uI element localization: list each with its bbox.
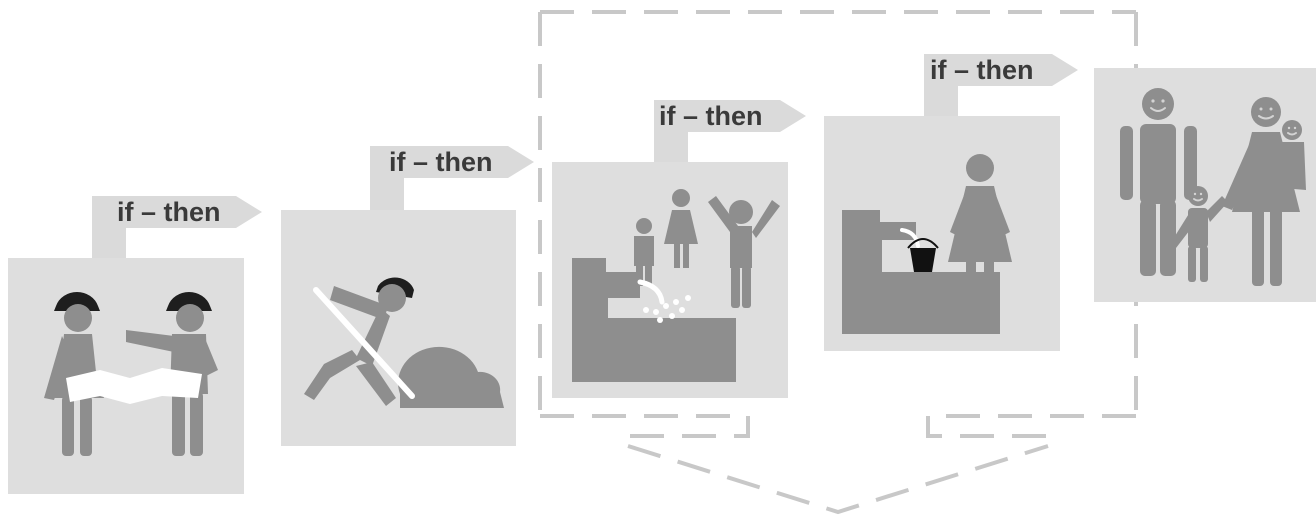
flag-label: if – then bbox=[117, 197, 221, 227]
flag-label: if – then bbox=[930, 55, 1034, 85]
step-planning: if – then bbox=[0, 0, 262, 494]
step-water-supply: if – then bbox=[552, 100, 806, 398]
step-digging: if – then bbox=[281, 146, 534, 446]
step-water-collection: if – then bbox=[824, 54, 1078, 351]
panel bbox=[8, 258, 244, 494]
panel bbox=[281, 210, 516, 446]
step-family-outcome bbox=[1094, 68, 1316, 302]
flag-label: if – then bbox=[389, 147, 493, 177]
flag-label: if – then bbox=[659, 101, 763, 131]
